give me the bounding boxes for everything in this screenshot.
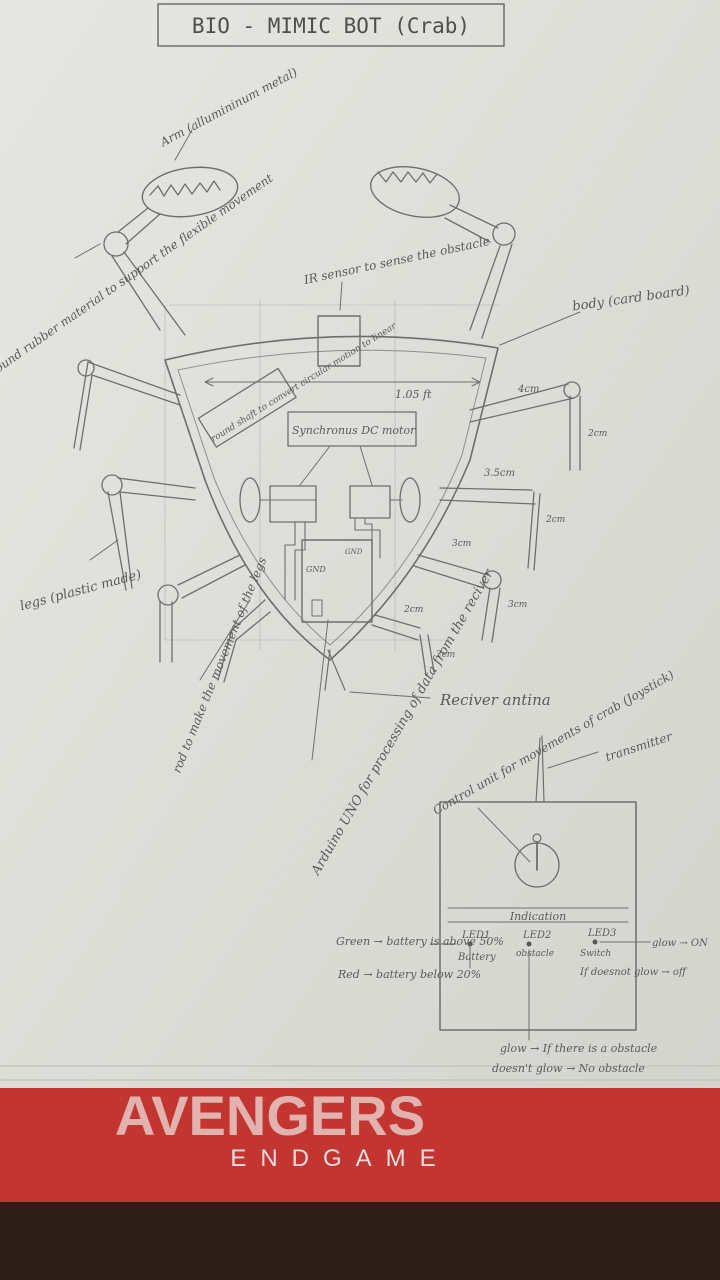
obstacle-glow-note: glow → If there is a obstacle xyxy=(500,1042,658,1055)
green-battery-note: Green → battery is above 50% xyxy=(336,935,504,948)
led3-label: LED3 xyxy=(587,928,616,939)
not-glow-off-note: If doesnot glow → off xyxy=(579,967,688,978)
obstacle-label: obstacle xyxy=(516,949,554,959)
diagram-title: BIO - MIMIC BOT (Crab) xyxy=(192,14,470,38)
dim-3cm-b: 3cm xyxy=(508,600,527,610)
switch-label: Switch xyxy=(580,949,611,959)
led2-label: LED2 xyxy=(522,930,551,941)
dim-35cm: 3.5cm xyxy=(484,468,515,479)
led2-dot xyxy=(527,942,532,947)
dim-3cm-a: 3cm xyxy=(452,539,471,549)
led3-dot xyxy=(593,940,598,945)
banner-title: AVENGERS xyxy=(115,1084,425,1147)
red-battery-note: Red → battery below 20% xyxy=(337,968,481,981)
gnd-label-right: GND xyxy=(345,548,363,556)
receiver-antenna-label: Reciver antina xyxy=(439,691,551,709)
motor-label: Synchronus DC motor xyxy=(292,424,416,437)
dim-2cm-b: 2cm xyxy=(545,515,565,525)
glow-on-note: glow → ON xyxy=(652,938,709,949)
battery-label: Battery xyxy=(457,952,496,963)
indication-label: Indication xyxy=(509,910,566,923)
dim-length: 1.05 ft xyxy=(395,388,432,401)
dim-4cm: 4cm xyxy=(517,384,539,395)
dim-2cm-a: 2cm xyxy=(587,429,607,439)
obstacle-noglow-note: doesn't glow → No obstacle xyxy=(492,1062,645,1075)
banner-subtitle: ENDGAME xyxy=(230,1145,449,1172)
poster-banner: AVENGERS ENDGAME xyxy=(0,1082,720,1202)
paper-sheet xyxy=(0,0,720,1088)
dim-2cm-c: 2cm xyxy=(403,605,423,615)
gnd-label: GND xyxy=(306,565,326,574)
